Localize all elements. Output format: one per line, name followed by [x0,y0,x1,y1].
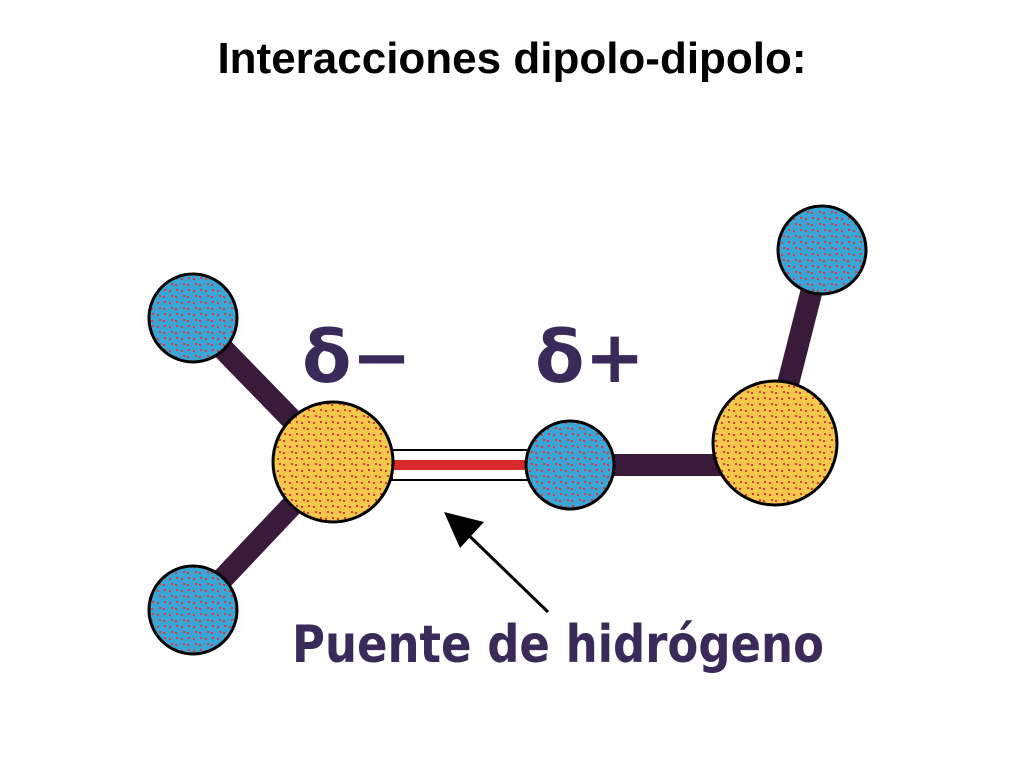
hydrogen-atom-top-right [776,204,868,296]
hydrogen-atom-center [524,419,616,511]
bond-pointer-arrow [444,512,550,614]
slide-title: Interacciones dipolo-dipolo: [217,34,807,83]
partial-negative-label: δ− [302,315,412,399]
oxygen-atom-right [711,379,839,507]
hydrogen-bond-label: Puente de hidrógeno [292,615,824,675]
hydrogen-atom-upper-left [147,272,239,364]
oxygen-atom-left [271,400,395,524]
hydrogen-bond [391,449,531,481]
hydrogen-atom-lower-left [147,564,239,656]
partial-positive-label: δ+ [535,315,645,399]
